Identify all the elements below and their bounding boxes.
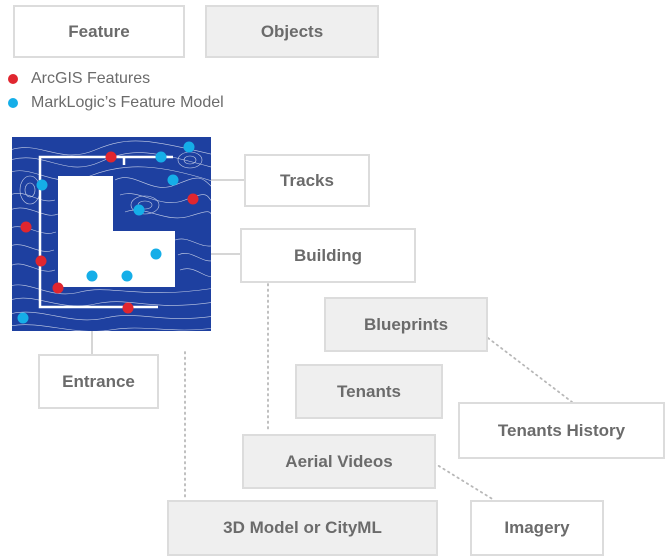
legend-item-arcgis: ArcGIS Features: [8, 69, 150, 89]
3d-model-box-label: 3D Model or CityML: [223, 518, 382, 537]
imagery-box: Imagery: [470, 500, 604, 556]
blueprints-box: Blueprints: [324, 297, 488, 352]
entrance-box: Entrance: [38, 354, 159, 409]
tracks-box-label: Tracks: [280, 170, 334, 190]
legend-label-arcgis: ArcGIS Features: [31, 70, 151, 87]
aerial-videos-box: Aerial Videos: [242, 434, 436, 489]
feature-box: Feature: [13, 5, 185, 58]
tenants-history-box: Tenants History: [458, 402, 665, 459]
tenants-box: Tenants: [295, 364, 443, 419]
tenants-box-label: Tenants: [337, 381, 401, 401]
objects-box: Objects: [205, 5, 379, 58]
legend-item-marklogic: MarkLogic’s Feature Model: [8, 93, 224, 113]
aerial-videos-box-label: Aerial Videos: [285, 451, 393, 471]
imagery-box-label: Imagery: [504, 518, 570, 537]
red-dot-icon: [8, 74, 18, 84]
tracks-box: Tracks: [244, 154, 370, 207]
building-box-label: Building: [294, 245, 362, 265]
tenants-history-box-label: Tenants History: [497, 420, 626, 440]
blue-dot-icon: [8, 98, 18, 108]
dotted-connector-aerial-imagery: [433, 462, 495, 501]
feature-box-label: Feature: [68, 21, 130, 41]
dotted-connector-blueprints-history: [487, 337, 573, 403]
legend-label-marklogic: MarkLogic’s Feature Model: [31, 94, 224, 111]
entrance-box-label: Entrance: [62, 371, 135, 391]
building-box: Building: [240, 228, 416, 283]
objects-box-label: Objects: [260, 21, 324, 41]
blueprints-box-label: Blueprints: [363, 314, 449, 334]
3d-model-box: 3D Model or CityML: [167, 500, 438, 556]
